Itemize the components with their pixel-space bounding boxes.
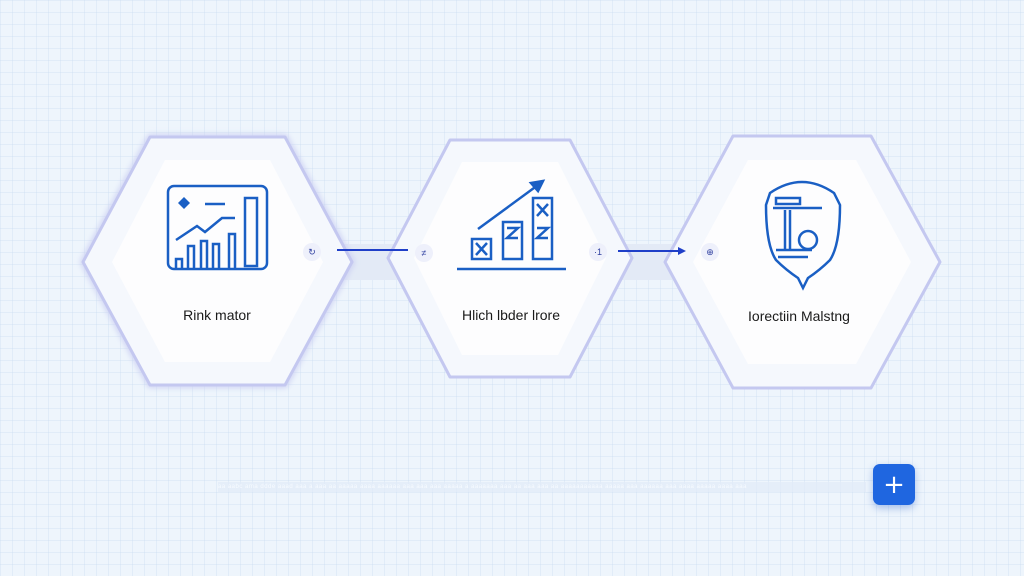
add-button[interactable]: + bbox=[873, 464, 915, 505]
badge-step: ≠ bbox=[415, 244, 433, 262]
hexagon-step-3 bbox=[663, 134, 942, 390]
growth-bar-chart-icon bbox=[457, 179, 566, 271]
badge-refresh: ↻ bbox=[303, 243, 321, 261]
arrow-right-icon bbox=[618, 247, 686, 255]
hexagon-step-1 bbox=[80, 134, 355, 388]
badge-step: ⊕ bbox=[701, 243, 719, 261]
shield-document-icon bbox=[764, 180, 842, 291]
footer-text: aa aabc ama ddde aaad aaa a aaa aa aaaaa… bbox=[218, 482, 866, 492]
badge-step: ·1 bbox=[589, 243, 607, 261]
dashboard-chart-icon bbox=[166, 184, 269, 271]
step-2-label: Hlich lbder lrore bbox=[461, 307, 561, 323]
step-1-label: Rink mator bbox=[183, 307, 251, 323]
step-3-label: Iorectiin Malstng bbox=[748, 308, 850, 324]
